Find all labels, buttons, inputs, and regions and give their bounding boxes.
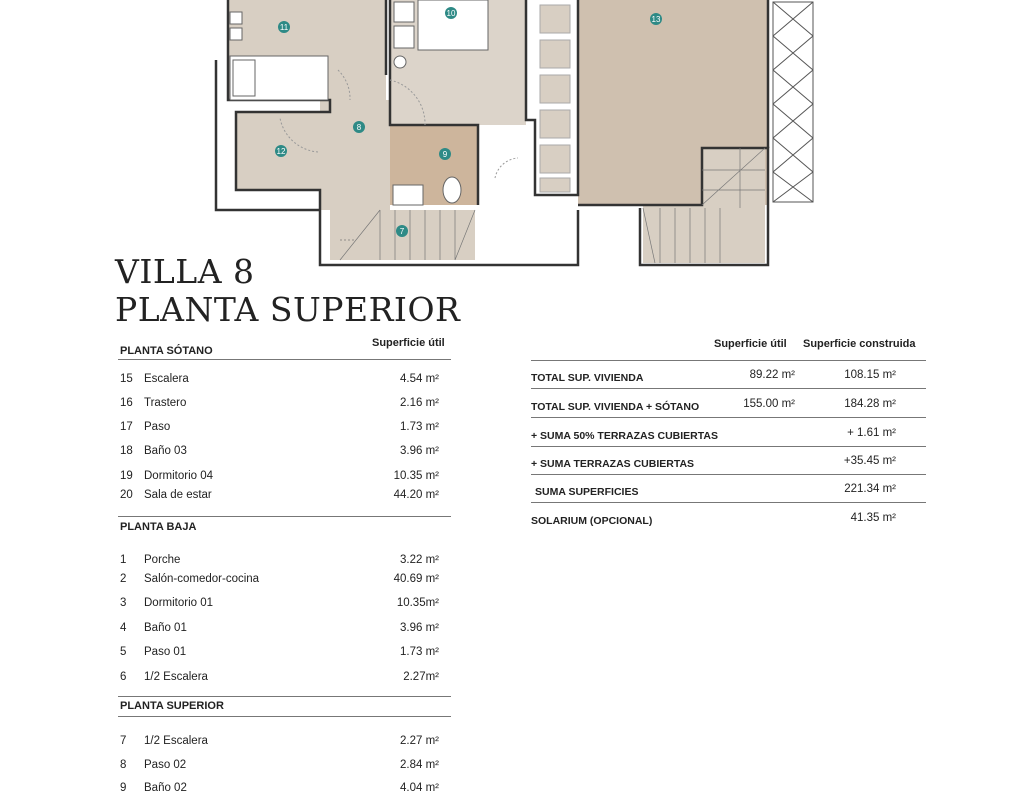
room-name: Paso 02 <box>144 759 187 771</box>
room-area: 1.73 m² <box>400 421 439 433</box>
construida-value: 41.35 m² <box>850 512 896 524</box>
room-number: 15 <box>120 373 133 385</box>
room-area: 2.84 m² <box>400 759 439 771</box>
room-marker-12: 12 <box>275 145 287 157</box>
room-area: 44.20 m² <box>393 489 439 501</box>
room-area: 1.73 m² <box>400 646 439 658</box>
room-number: 4 <box>120 622 127 634</box>
divider <box>118 716 451 717</box>
room-name: Sala de estar <box>144 489 212 501</box>
svg-text:10: 10 <box>447 9 456 18</box>
room-marker-13: 13 <box>650 13 662 25</box>
svg-text:7: 7 <box>400 227 405 236</box>
room-number: 7 <box>120 735 127 747</box>
floor-title: PLANTA SUPERIOR <box>115 290 461 329</box>
room-area: 10.35m² <box>396 597 439 609</box>
divider <box>118 359 451 360</box>
util-value: 155.00 m² <box>743 398 795 410</box>
room-number: 8 <box>120 759 127 771</box>
room-name: Dormitorio 04 <box>144 470 214 482</box>
svg-text:13: 13 <box>652 15 661 24</box>
room-name: Paso 01 <box>144 646 187 658</box>
room-area: 4.04 m² <box>400 782 439 794</box>
room-name: Porche <box>144 554 181 566</box>
col-header-construida: Superficie construida <box>803 338 916 350</box>
divider <box>531 417 926 418</box>
totals-label: TOTAL SUP. VIVIENDA + SÓTANO <box>531 401 700 413</box>
room-area: 2.27m² <box>403 671 439 683</box>
room-number: 2 <box>120 573 127 585</box>
room-area: 3.96 m² <box>400 622 439 634</box>
totals-label: + SUMA TERRAZAS CUBIERTAS <box>531 458 695 470</box>
construida-value: +35.45 m² <box>843 455 896 467</box>
room-number: 6 <box>120 671 127 683</box>
room-area: 40.69 m² <box>393 573 439 585</box>
room-name: 1/2 Escalera <box>144 735 208 747</box>
room-name: Escalera <box>144 373 189 385</box>
room-number: 5 <box>120 646 127 658</box>
room-name: Paso <box>144 421 171 433</box>
door-swings <box>279 69 519 179</box>
stairs <box>339 147 766 264</box>
floors <box>228 0 768 263</box>
util-value: 89.22 m² <box>749 369 795 381</box>
room-area: 4.54 m² <box>400 373 439 385</box>
col-header-util: Superficie útil <box>714 338 787 350</box>
balcony-slats <box>539 4 571 193</box>
col-header-util: Superficie útil <box>372 337 445 349</box>
svg-text:12: 12 <box>277 147 286 156</box>
section-heading: PLANTA SUPERIOR <box>120 700 224 712</box>
room-number: 20 <box>120 489 133 501</box>
room-area: 2.27 m² <box>400 735 439 747</box>
construida-value: 221.34 m² <box>844 483 896 495</box>
room-number: 3 <box>120 597 127 609</box>
room-name: Baño 01 <box>144 622 187 634</box>
room-marker-8: 8 <box>353 121 365 133</box>
divider <box>531 474 926 475</box>
section-heading: PLANTA BAJA <box>120 521 197 533</box>
svg-text:9: 9 <box>443 150 448 159</box>
totals-label: + SUMA 50% TERRAZAS CUBIERTAS <box>531 430 718 442</box>
room-area: 3.96 m² <box>400 445 439 457</box>
room-name: Baño 02 <box>144 782 187 794</box>
room-marker-9: 9 <box>439 148 451 160</box>
svg-text:11: 11 <box>280 23 289 32</box>
totals-label: SOLARIUM (OPCIONAL) <box>531 515 653 527</box>
divider <box>531 446 926 447</box>
room-number: 17 <box>120 421 133 433</box>
room-name: 1/2 Escalera <box>144 671 208 683</box>
floor-plan: 7 8 9 10 11 12 13 <box>214 0 814 267</box>
villa-title: VILLA 8 <box>115 252 255 291</box>
room-markers: 7 8 9 10 11 12 13 <box>275 7 662 237</box>
construida-value: 108.15 m² <box>844 369 896 381</box>
room-marker-11: 11 <box>278 21 290 33</box>
construida-value: 184.28 m² <box>844 398 896 410</box>
section-heading: PLANTA SÓTANO <box>120 345 213 357</box>
divider <box>118 516 451 517</box>
totals-label: SUMA SUPERFICIES <box>535 486 639 498</box>
room-number: 16 <box>120 397 133 409</box>
room-name: Trastero <box>144 397 187 409</box>
room-name: Baño 03 <box>144 445 187 457</box>
room-area: 3.22 m² <box>400 554 439 566</box>
divider <box>531 502 926 503</box>
room-name: Salón-comedor-cocina <box>144 573 260 585</box>
room-name: Dormitorio 01 <box>144 597 214 609</box>
construida-value: + 1.61 m² <box>847 427 896 439</box>
room-area: 10.35 m² <box>393 470 439 482</box>
svg-text:8: 8 <box>357 123 362 132</box>
room-number: 19 <box>120 470 133 482</box>
room-marker-10: 10 <box>445 7 457 19</box>
room-number: 9 <box>120 782 127 794</box>
pergola-boxes <box>772 1 814 203</box>
room-number: 18 <box>120 445 133 457</box>
totals-label: TOTAL SUP. VIVIENDA <box>531 372 644 384</box>
room-number: 1 <box>120 554 127 566</box>
divider <box>531 388 926 389</box>
room-marker-7: 7 <box>396 225 408 237</box>
divider <box>118 696 451 697</box>
room-area: 2.16 m² <box>400 397 439 409</box>
divider <box>531 360 926 361</box>
